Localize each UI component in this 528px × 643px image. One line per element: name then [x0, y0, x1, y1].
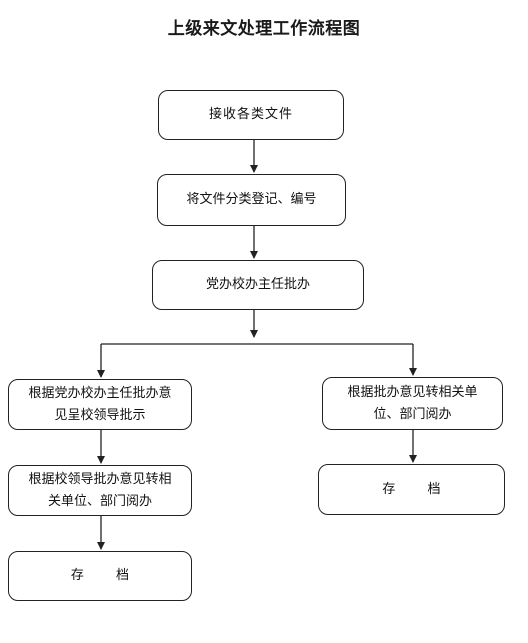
node-archive-right: 存 档: [318, 464, 505, 515]
node-classify-register: 将文件分类登记、编号: [157, 174, 346, 226]
node-receive-files: 接收各类文件: [158, 90, 344, 140]
node-archive-left: 存 档: [8, 551, 192, 601]
diagram-title: 上级来文处理工作流程图: [167, 19, 361, 39]
node-submit-to-school-leader: 根据党办校办主任批办意见呈校领导批示: [8, 379, 192, 430]
node-forward-per-approval-opinion: 根据批办意见转相关单位、部门阅办: [322, 377, 503, 430]
node-forward-per-leader-opinion: 根据校领导批办意见转相关单位、部门阅办: [8, 465, 192, 516]
node-office-director-approval: 党办校办主任批办: [152, 260, 364, 310]
